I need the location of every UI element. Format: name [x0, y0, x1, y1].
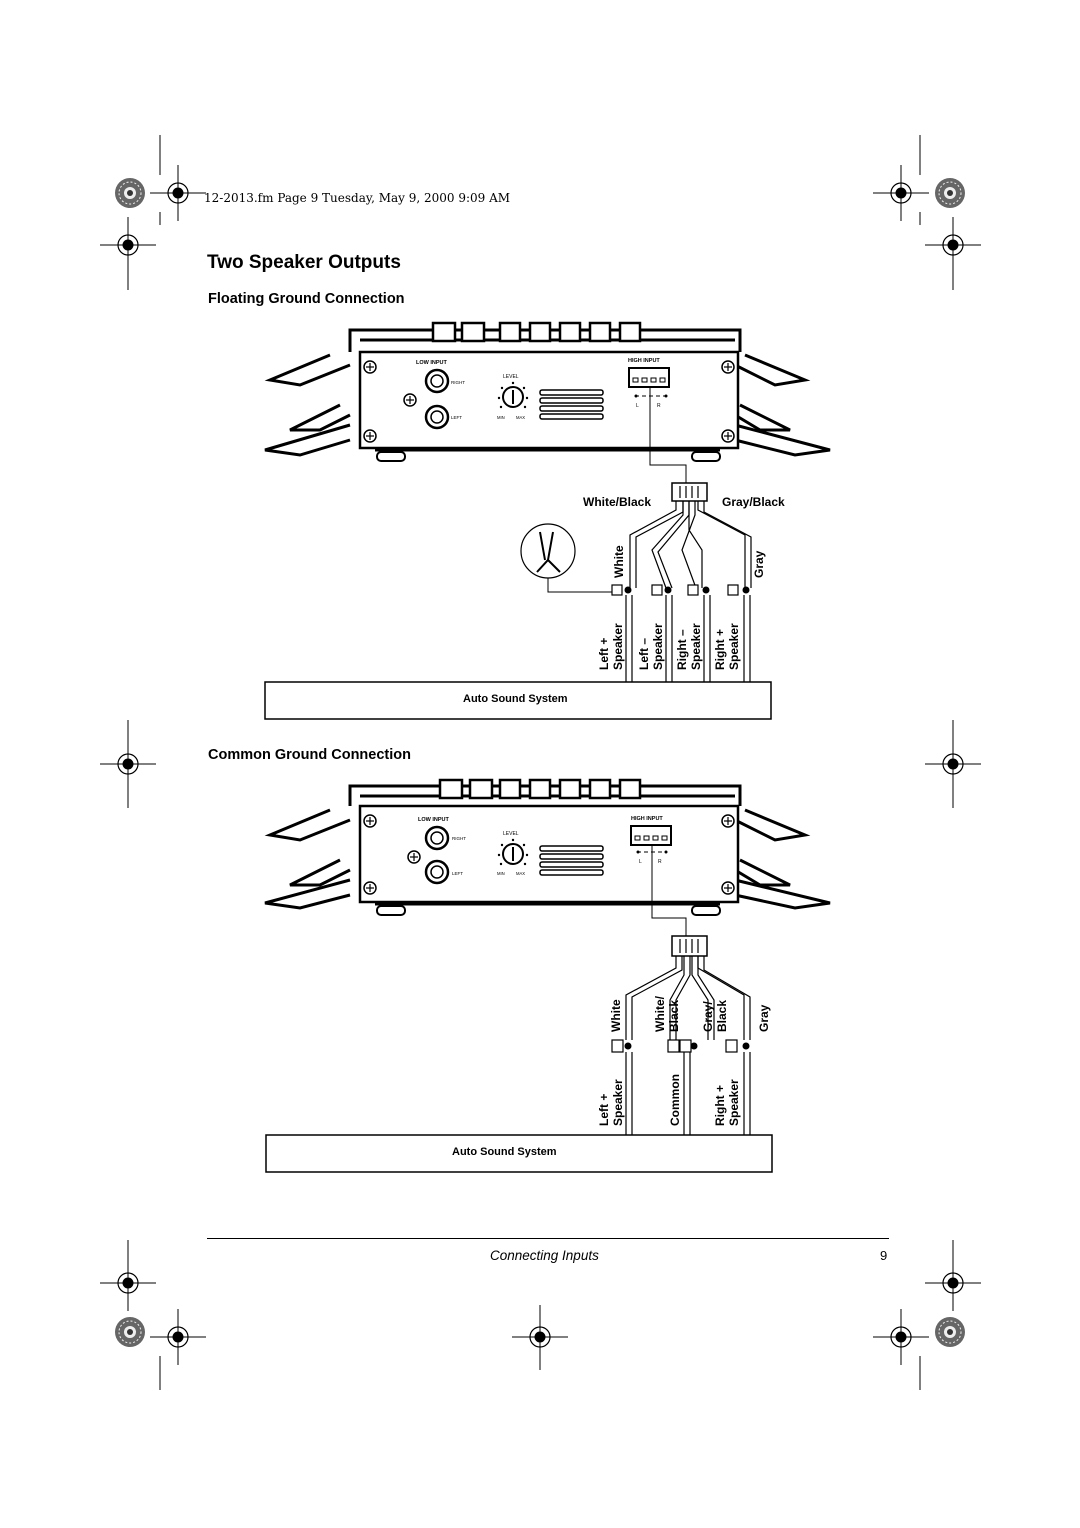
left-jack-label: LEFT	[451, 415, 462, 420]
speaker-label-3a: Right –	[675, 629, 689, 670]
right-jack-label: RIGHT	[451, 380, 465, 385]
auto-sound-system-box-2	[265, 1134, 773, 1173]
gray-wire-label: Gray	[752, 550, 766, 578]
speaker-label-2a: Left –	[637, 638, 651, 670]
auto-sound-system-label-2: Auto Sound System	[452, 1146, 557, 1158]
common-wire-label-2a: White/	[653, 995, 667, 1032]
min-label: MIN	[497, 415, 505, 420]
running-head: 12-2013.fm Page 9 Tuesday, May 9, 2000 9…	[204, 191, 511, 205]
speaker-label-3b: Speaker	[689, 623, 703, 670]
speaker-label-4b: Speaker	[727, 623, 741, 670]
l-label: L	[636, 403, 639, 409]
common-wire-label-2b: Black	[667, 1000, 681, 1032]
footer-chapter-title: Connecting Inputs	[490, 1248, 599, 1263]
white-wire-label: White	[612, 545, 626, 578]
high-input-label-2: HIGH INPUT	[631, 816, 663, 822]
speaker-label-4a: Right +	[713, 629, 727, 670]
auto-sound-system-label: Auto Sound System	[463, 693, 568, 705]
common-terminal-label-3a: Right +	[713, 1085, 727, 1126]
common-wire-label-1a: White	[609, 999, 623, 1032]
floating-ground-heading: Floating Ground Connection	[208, 291, 405, 307]
max-label-2: MAX	[516, 871, 525, 876]
r-label: R	[657, 403, 661, 409]
speaker-label-1a: Left +	[597, 638, 611, 670]
high-input-label: HIGH INPUT	[628, 358, 660, 364]
common-terminal-label-1a: Left +	[597, 1094, 611, 1126]
common-terminal-label-2a: Common	[668, 1074, 682, 1126]
speaker-label-2b: Speaker	[651, 623, 665, 670]
r-label-2: R	[658, 859, 662, 865]
gray-black-label: Gray/Black	[722, 495, 785, 509]
level-label: LEVEL	[503, 374, 519, 380]
white-black-label: White/Black	[583, 495, 651, 509]
max-label: MAX	[516, 415, 525, 420]
common-wire-label-3b: Black	[715, 1000, 729, 1032]
common-terminal-label-3b: Speaker	[727, 1079, 741, 1126]
footer-rule	[207, 1238, 889, 1239]
page-title: Two Speaker Outputs	[207, 252, 401, 273]
level-label-2: LEVEL	[503, 831, 519, 837]
right-jack-label-2: RIGHT	[452, 836, 466, 841]
common-terminal-label-1b: Speaker	[611, 1079, 625, 1126]
common-wire-label-3a: Gray/	[701, 1001, 715, 1032]
low-input-label: LOW INPUT	[416, 360, 447, 366]
page-number: 9	[880, 1248, 888, 1263]
common-ground-heading: Common Ground Connection	[208, 747, 411, 763]
left-jack-label-2: LEFT	[452, 871, 463, 876]
low-input-label-2: LOW INPUT	[418, 817, 449, 823]
auto-sound-system-box	[264, 681, 772, 720]
common-wire-label-4a: Gray	[757, 1004, 771, 1032]
min-label-2: MIN	[497, 871, 505, 876]
speaker-label-1b: Speaker	[611, 623, 625, 670]
l-label-2: L	[639, 859, 642, 865]
